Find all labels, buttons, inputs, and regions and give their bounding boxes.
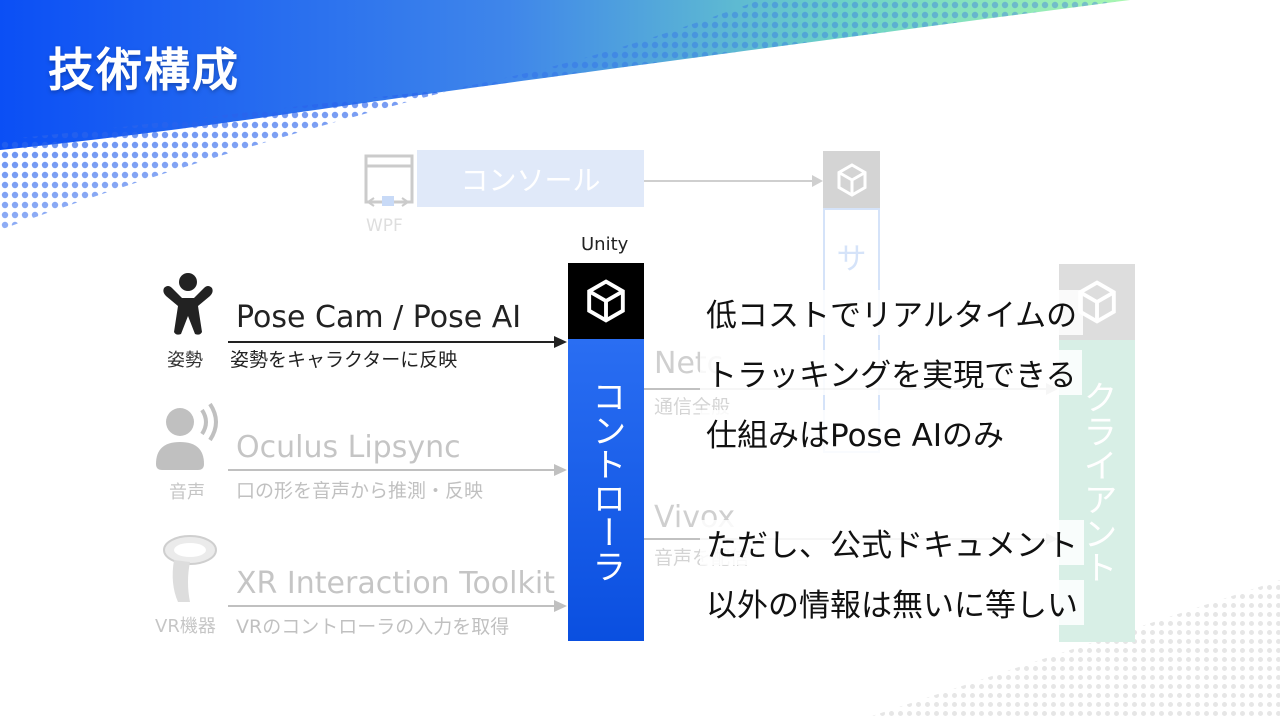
input-title: Oculus Lipsync [236, 430, 461, 465]
controller-label: コントローラ [586, 379, 626, 583]
header-background [0, 0, 1130, 230]
note-line: トラッキングを実現できる [700, 350, 1083, 395]
vr-controller-icon [163, 535, 217, 602]
input-description: 口の形を音声から推測・反映 [236, 480, 484, 502]
input-caption: 姿勢 [167, 350, 203, 371]
note-line: 仕組みはPose AIのみ [700, 410, 1010, 455]
console-box: コンソール [417, 150, 644, 207]
input-caption: 音声 [169, 482, 205, 503]
input-arrow [228, 464, 567, 476]
unity-icon-box [568, 263, 644, 339]
console-arrow [644, 175, 823, 187]
unity-logo-icon [837, 162, 866, 197]
note-line: ただし、公式ドキュメント [700, 520, 1084, 565]
speaking-person-icon [156, 402, 218, 470]
unity-label: Unity [581, 234, 629, 255]
page-title: 技術構成 [48, 43, 240, 97]
wpf-window-icon [364, 154, 414, 207]
note-line: 低コストでリアルタイムの [700, 290, 1084, 335]
note-line: 以外の情報は無いに等しい [700, 580, 1084, 625]
input-description: 姿勢をキャラクターに反映 [230, 349, 458, 371]
input-caption: VR機器 [155, 616, 216, 637]
decorative-halftone [860, 580, 1280, 720]
input-arrow [228, 600, 567, 612]
server-unity-icon [823, 151, 880, 208]
unity-logo-icon [587, 279, 625, 323]
wpf-label: WPF [366, 216, 403, 236]
input-title: XR Interaction Toolkit [236, 566, 555, 601]
controller-column: コントローラ [568, 339, 644, 641]
person-pose-icon [163, 273, 213, 335]
input-title: Pose Cam / Pose AI [236, 300, 522, 335]
input-arrow [228, 336, 567, 348]
input-description: VRのコントローラの入力を取得 [236, 616, 510, 638]
